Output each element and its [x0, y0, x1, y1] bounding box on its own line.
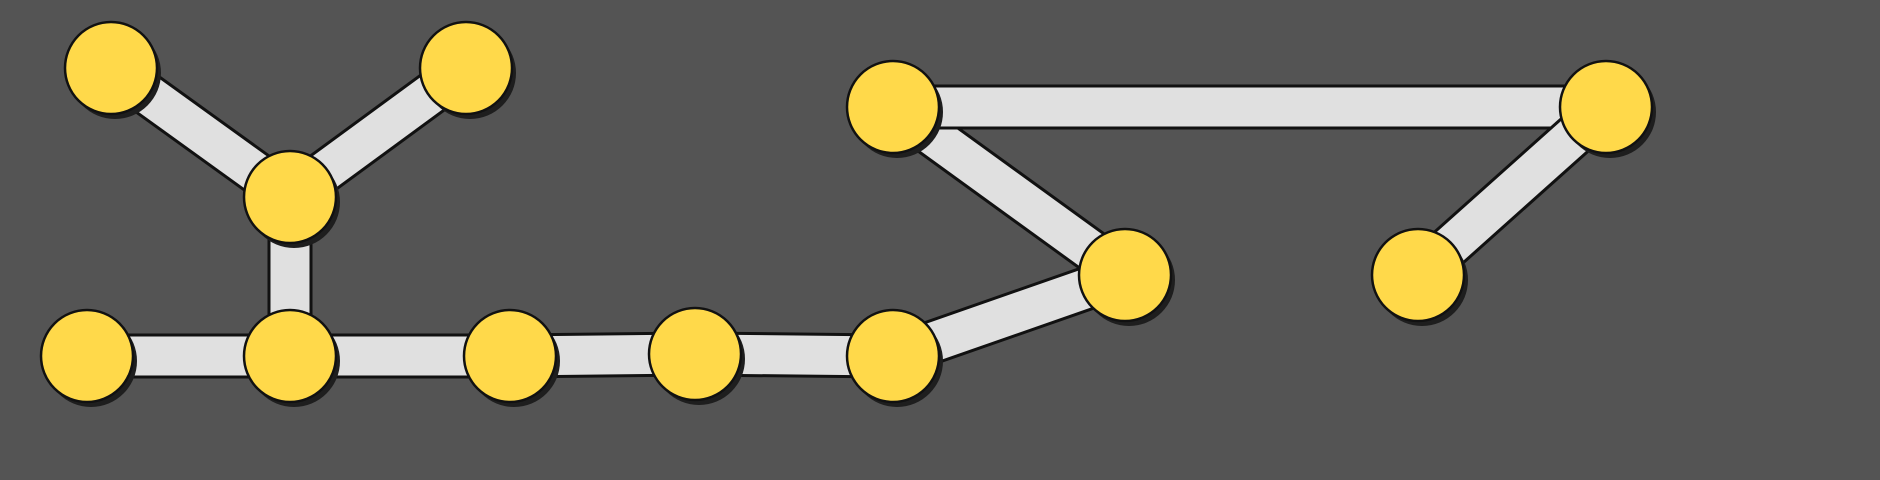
nodes-layer — [39, 20, 1656, 407]
node — [1370, 227, 1468, 326]
node — [1558, 59, 1656, 158]
node — [39, 308, 137, 407]
node-circle — [1370, 227, 1466, 323]
node-circle — [845, 59, 941, 155]
node — [418, 20, 516, 119]
node-circle — [1077, 227, 1173, 323]
node-circle — [647, 306, 743, 402]
node-circle — [462, 308, 558, 404]
node-circle — [1558, 59, 1654, 155]
node — [242, 149, 340, 248]
node — [647, 306, 745, 405]
node-circle — [242, 149, 338, 245]
node — [462, 308, 560, 407]
node-circle — [845, 308, 941, 404]
node — [242, 308, 340, 407]
node — [845, 308, 943, 407]
node-circle — [63, 20, 159, 116]
node-circle — [242, 308, 338, 404]
node — [63, 20, 161, 119]
node — [845, 59, 943, 158]
node — [1077, 227, 1175, 326]
node-circle — [418, 20, 514, 116]
node-circle — [39, 308, 135, 404]
